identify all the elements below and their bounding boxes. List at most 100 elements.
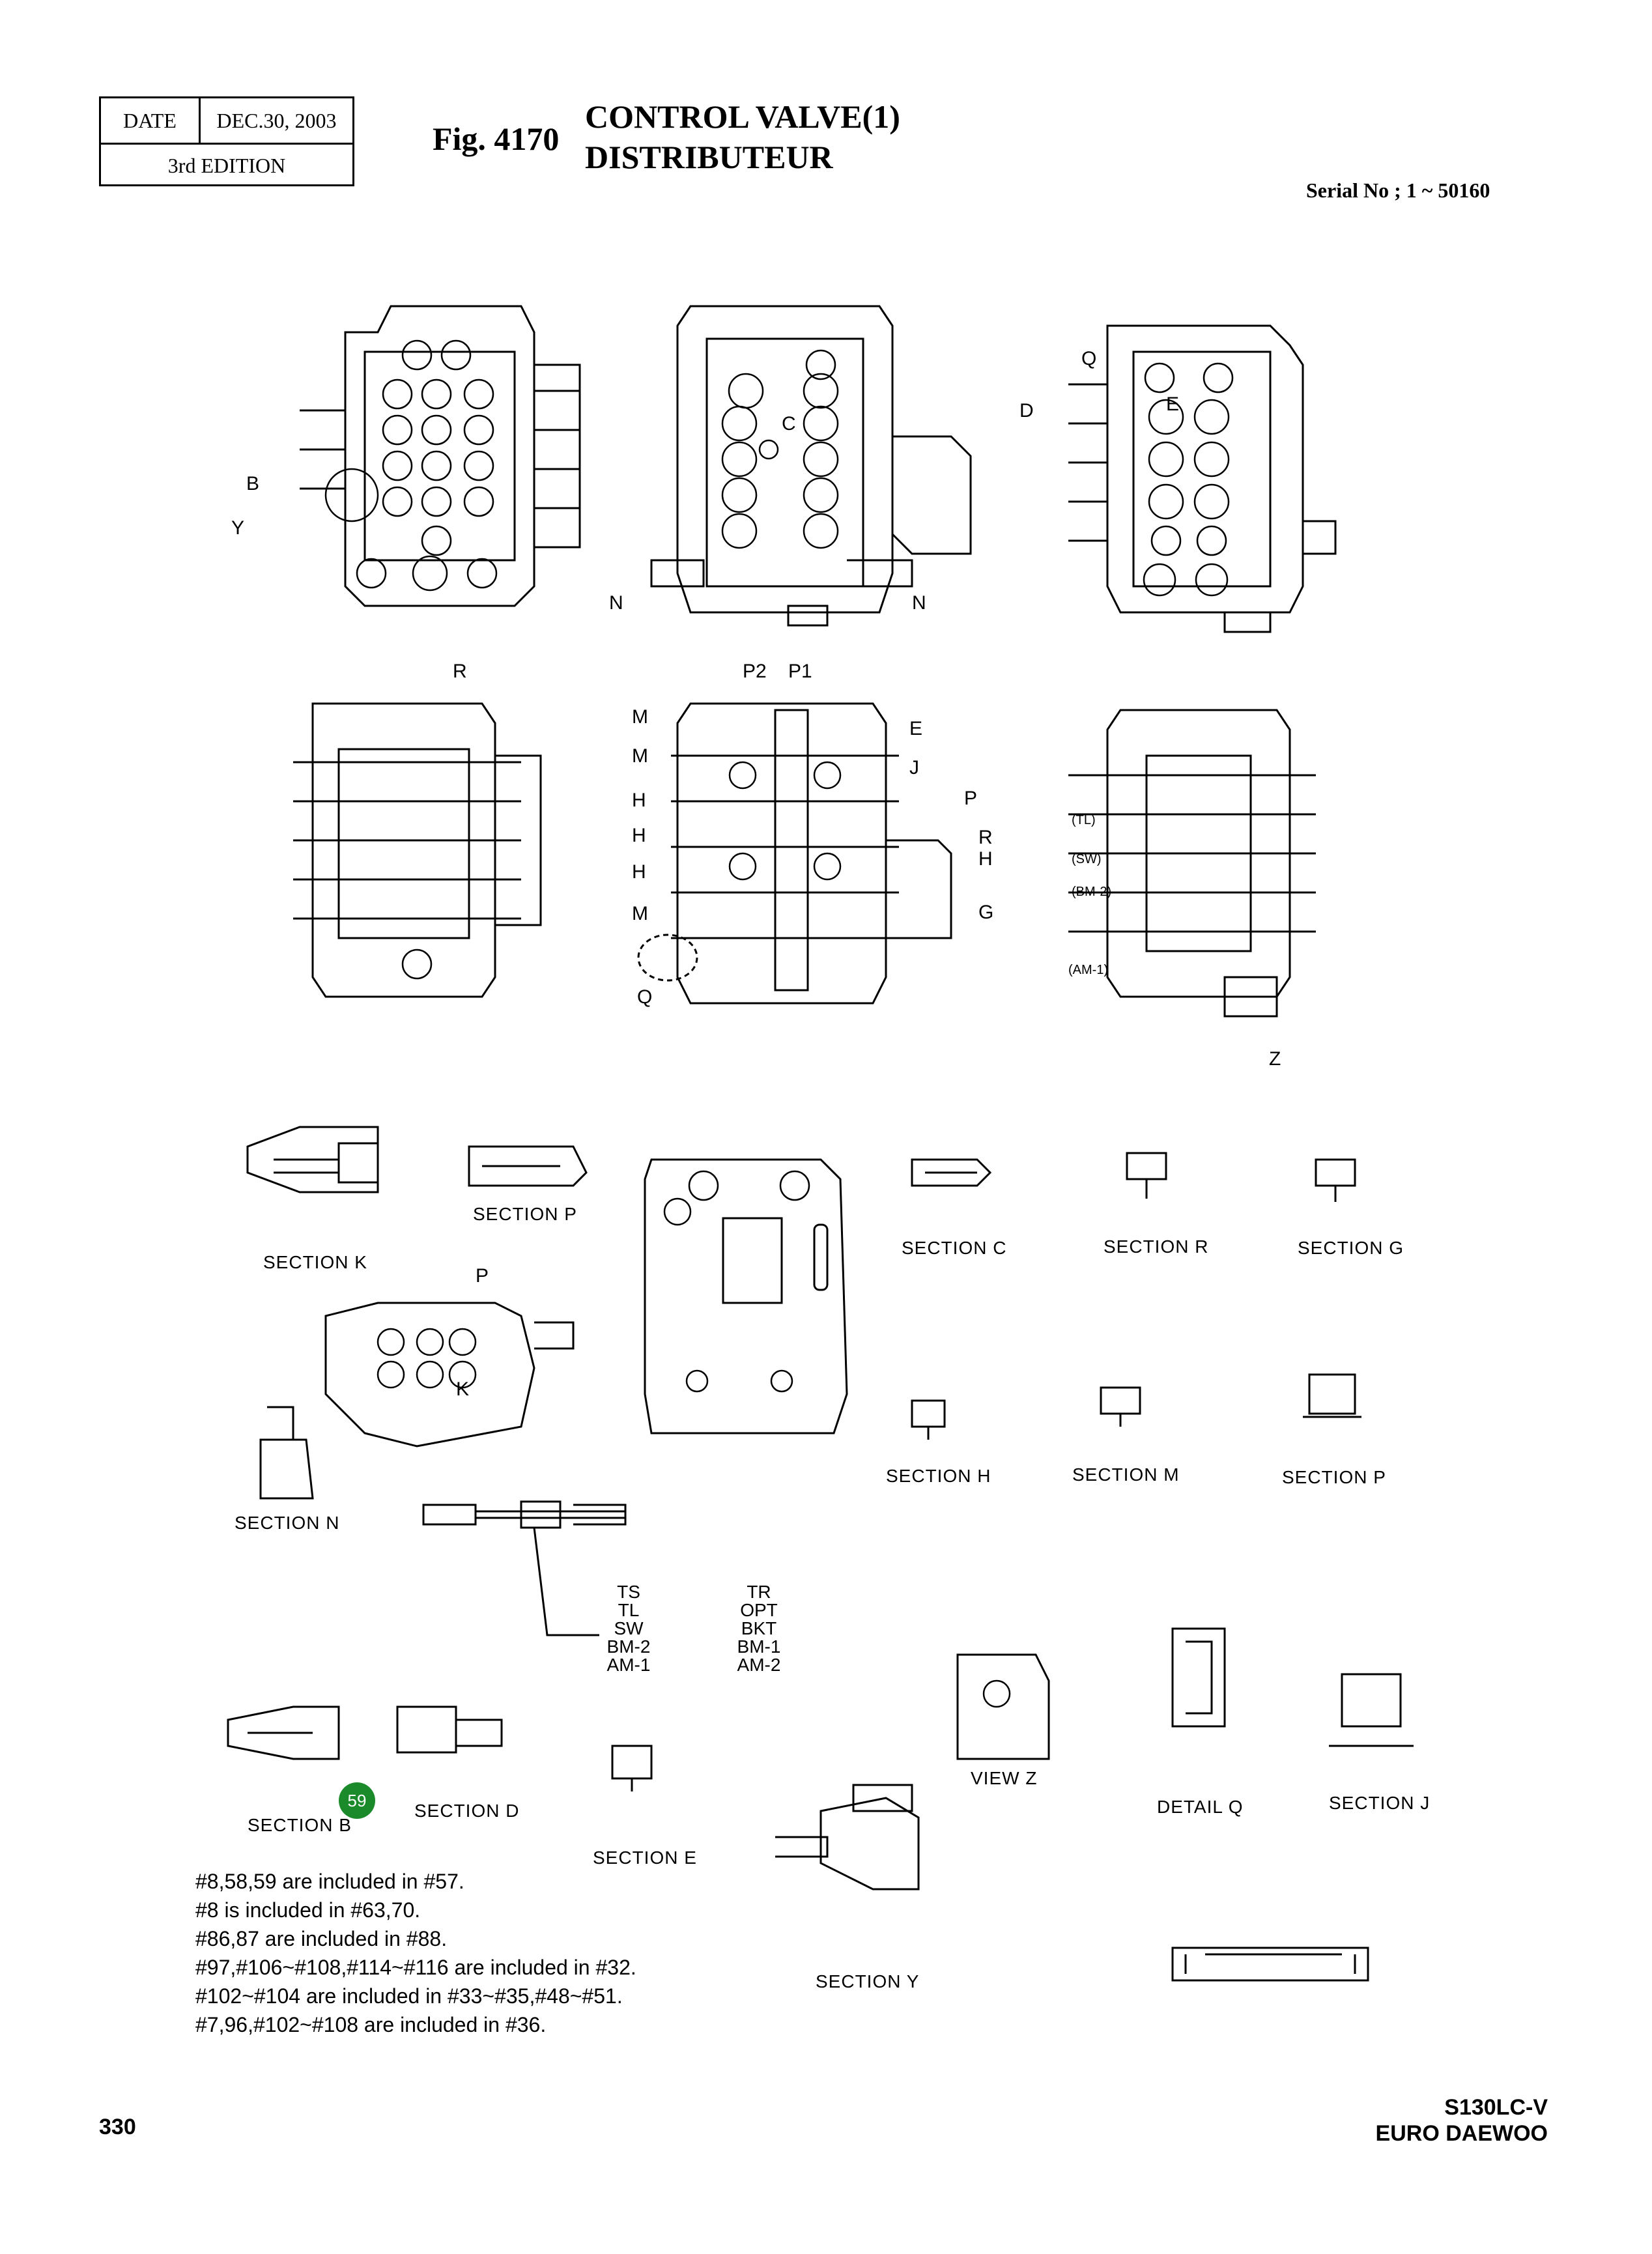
date-value: DEC.30, 2003 [216,109,337,132]
note-line: #102~#104 are included in #33~#35,#48~#5… [195,1984,623,2008]
view-letter-h-2: H [632,825,646,846]
view-letter-p: P [964,788,977,809]
spacer-plate-drawing [644,1158,848,1434]
view-z-drawing [956,1653,1050,1760]
view-letter-h-4: H [978,848,993,870]
view-letter-j: J [909,757,919,778]
view-letter-c: C [782,413,796,435]
title-french: DISTRIBUTEUR [585,139,833,175]
spool-list-left-item: TS [617,1582,640,1602]
spool-list-right-item: AM-2 [737,1655,781,1675]
section-c-drawing [911,1158,992,1187]
section-r-label: SECTION R [1104,1236,1209,1257]
section-r-drawing [1126,1152,1167,1199]
view-letter-e-top: E [1166,393,1179,415]
assembly-view-drawing [324,1302,575,1448]
section-e-label: SECTION E [593,1847,697,1868]
spool-list-right-item: BKT [741,1618,777,1638]
section-h-label: SECTION H [886,1466,991,1486]
view-letter-h-3: H [632,861,646,883]
section-g-drawing [1315,1158,1356,1202]
section-y-label: SECTION Y [816,1971,920,1991]
section-j-label: SECTION J [1329,1793,1431,1813]
notes-block: #8,58,59 are included in #57. #8 is incl… [195,1867,636,2039]
spool-list-left-item: BM-2 [606,1636,651,1657]
section-m-label: SECTION M [1072,1464,1180,1485]
note-line: #8 is included in #63,70. [195,1898,421,1922]
section-k-label: SECTION K [263,1252,367,1272]
view-letter-m-3: M [632,903,648,924]
section-j-drawing [1329,1673,1414,1747]
spool-tag-sw: (SW) [1072,852,1102,866]
view-letter-b: B [246,473,259,494]
section-b-drawing [227,1705,340,1760]
date-edition-box: DATE DEC.30, 2003 3rd EDITION [99,96,354,186]
title-english: CONTROL VALVE(1) [585,98,900,135]
view-letter-y: Y [231,517,244,539]
view-letter-z: Z [1269,1048,1281,1070]
section-k-drawing [246,1126,379,1193]
note-line: #97,#106~#108,#114~#116 are included in … [195,1956,636,1979]
bottom-spool-drawing [1171,1947,1369,1982]
section-c-label: SECTION C [902,1238,1007,1258]
section-h-drawing [911,1399,946,1440]
side-view-drawing [650,305,972,627]
page-number: 330 [99,2115,136,2139]
section-n-drawing [259,1406,314,1500]
spool-list-left: TS TL SW BM-2 AM-1 [606,1583,651,1674]
view-letter-n-left: N [609,592,623,614]
view-letter-r-top: R [453,661,467,682]
section-p-bottom-drawing [1303,1373,1361,1418]
view-z-label: VIEW Z [971,1768,1038,1788]
callout-badge-59[interactable]: 59 [339,1782,375,1819]
view-letter-m-1: M [632,706,648,728]
note-line: #8,58,59 are included in #57. [195,1870,464,1893]
view-letter-d: D [1019,400,1034,421]
view-letter-r: R [978,827,993,848]
port-label-p1: P1 [788,661,812,682]
spool-tag-am1: (AM-1) [1068,963,1108,977]
brand-name: EURO DAEWOO [1375,2121,1548,2146]
view-letter-m-2: M [632,745,648,767]
port-label-p2: P2 [743,661,767,682]
view-letter-h-1: H [632,790,646,811]
detail-q-label: DETAIL Q [1157,1797,1244,1817]
front-view-drawing [300,305,581,607]
model-name: S130LC-V [1444,2095,1548,2120]
section-p-bottom-label: SECTION P [1282,1467,1386,1487]
serial-number: Serial No ; 1 ~ 50160 [1306,178,1490,202]
view-letter-n-right: N [912,592,926,614]
back-view-drawing [1068,324,1337,633]
section-d-drawing [396,1705,503,1754]
section-g-label: SECTION G [1298,1238,1404,1258]
detail-q-drawing [1171,1627,1226,1728]
spool-list-right-item: TR [747,1582,771,1602]
section-p-top-label: SECTION P [473,1204,577,1224]
spool-tag-tl: (TL) [1072,813,1096,827]
view-letter-g: G [978,902,993,923]
edition-label: 3rd EDITION [167,154,286,177]
section-b-label: SECTION B [248,1815,352,1835]
cutaway-view-middle [637,702,952,1005]
view-letter-q-top: Q [1081,348,1096,369]
section-e-drawing [611,1745,653,1791]
view-letter-e: E [909,718,922,739]
section-d-label: SECTION D [414,1801,520,1821]
date-label: DATE [101,98,201,143]
spool-list-left-item: SW [614,1618,644,1638]
view-letter-p-assembly: P [476,1265,489,1287]
section-y-drawing [775,1784,920,1890]
cutaway-view-left [293,702,542,998]
section-n-label: SECTION N [235,1513,340,1533]
note-line: #86,87 are included in #88. [195,1927,448,1950]
spool-list-left-item: AM-1 [606,1655,651,1675]
spool-list-right-item: BM-1 [737,1636,781,1657]
section-p-top-drawing [468,1145,588,1187]
view-letter-k: K [456,1378,469,1400]
spool-drawing [422,1500,627,1636]
cutaway-view-right [1068,709,1316,1018]
spool-list-right: TR OPT BKT BM-1 AM-2 [730,1583,788,1674]
spool-list-right-item: OPT [740,1600,778,1620]
figure-number: Fig. 4170 [433,121,560,157]
